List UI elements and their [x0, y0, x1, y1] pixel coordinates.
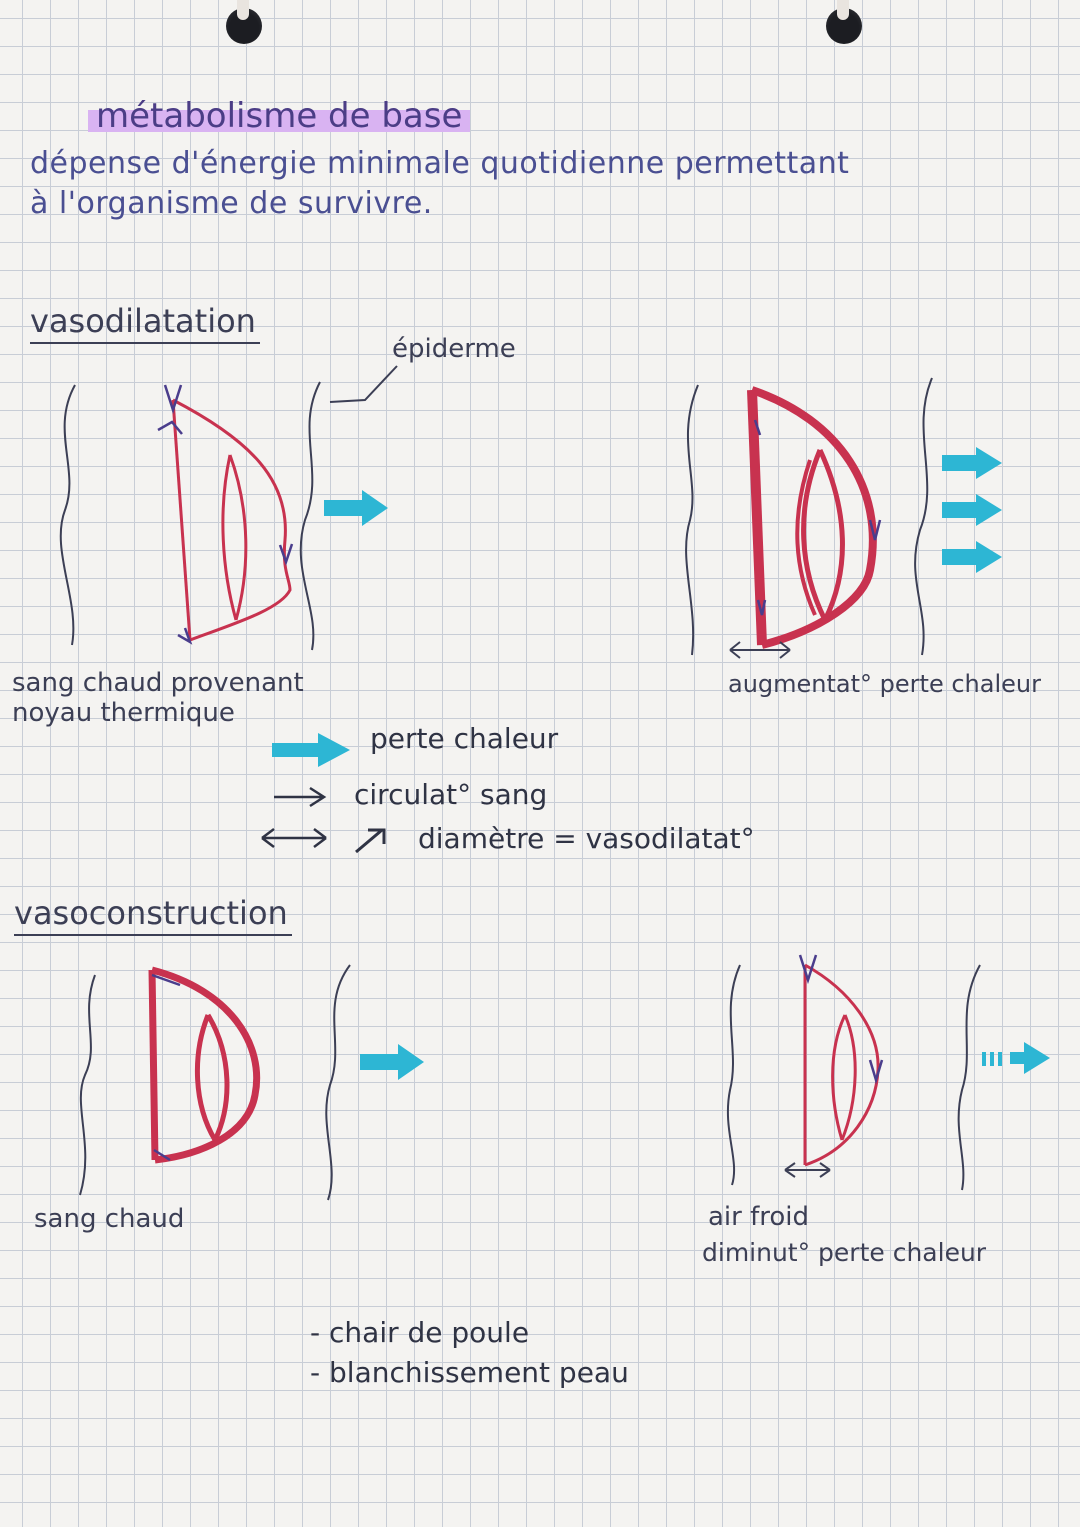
vasoconstriction-right-caption-2: diminut° perte chaleur	[702, 1238, 987, 1267]
epiderme-pointer	[329, 365, 398, 403]
vasodilatation-normal-diagram	[59, 381, 321, 651]
definition-line-2: à l'organisme de survivre.	[30, 186, 433, 221]
vasodilatation-heading: vasodilatation	[30, 302, 260, 344]
vasoconstriction-normal-diagram	[79, 964, 351, 1201]
binder-hole-right	[826, 0, 862, 44]
vasodilatation-right-caption: augmentat° perte chaleur	[728, 670, 1041, 698]
heat-arrow-small-icon	[360, 1044, 424, 1080]
legend-diameter: diamètre = vasodilatat°	[418, 822, 755, 855]
heat-arrow-dashed-icon	[982, 1042, 1050, 1074]
effect-item-2: - blanchissement peau	[310, 1356, 629, 1389]
epiderme-label: épiderme	[392, 334, 516, 364]
legend-diameter-arrow-icon	[261, 828, 386, 854]
effect-item-2-text: blanchissement peau	[329, 1356, 629, 1389]
vasoconstriction-constricted-diagram	[726, 954, 981, 1191]
heat-arrows-triple-icon	[942, 447, 1002, 573]
binder-hole-left	[226, 0, 262, 44]
vasoconstriction-left-caption: sang chaud	[34, 1204, 185, 1234]
vasoconstriction-right-caption-1: air froid	[708, 1202, 810, 1232]
page-title: métabolisme de base	[88, 96, 471, 136]
heat-arrow-icon	[324, 490, 388, 526]
vasodilatation-dilated-diagram	[685, 377, 933, 659]
vasoconstruction-heading: vasoconstruction	[14, 894, 292, 936]
effect-item-1-text: chair de poule	[329, 1316, 530, 1349]
legend-circulation-arrow-icon	[274, 786, 327, 808]
legend-heat-loss: perte chaleur	[370, 722, 559, 755]
vasodilatation-left-caption-2: noyau thermique	[12, 698, 235, 728]
definition-line-1: dépense d'énergie minimale quotidienne p…	[30, 146, 850, 181]
legend-heat-arrow-icon	[272, 733, 350, 767]
vasodilatation-left-caption-1: sang chaud provenant	[12, 668, 304, 698]
legend-circulation: circulat° sang	[354, 778, 548, 811]
effect-item-1: - chair de poule	[310, 1316, 530, 1349]
